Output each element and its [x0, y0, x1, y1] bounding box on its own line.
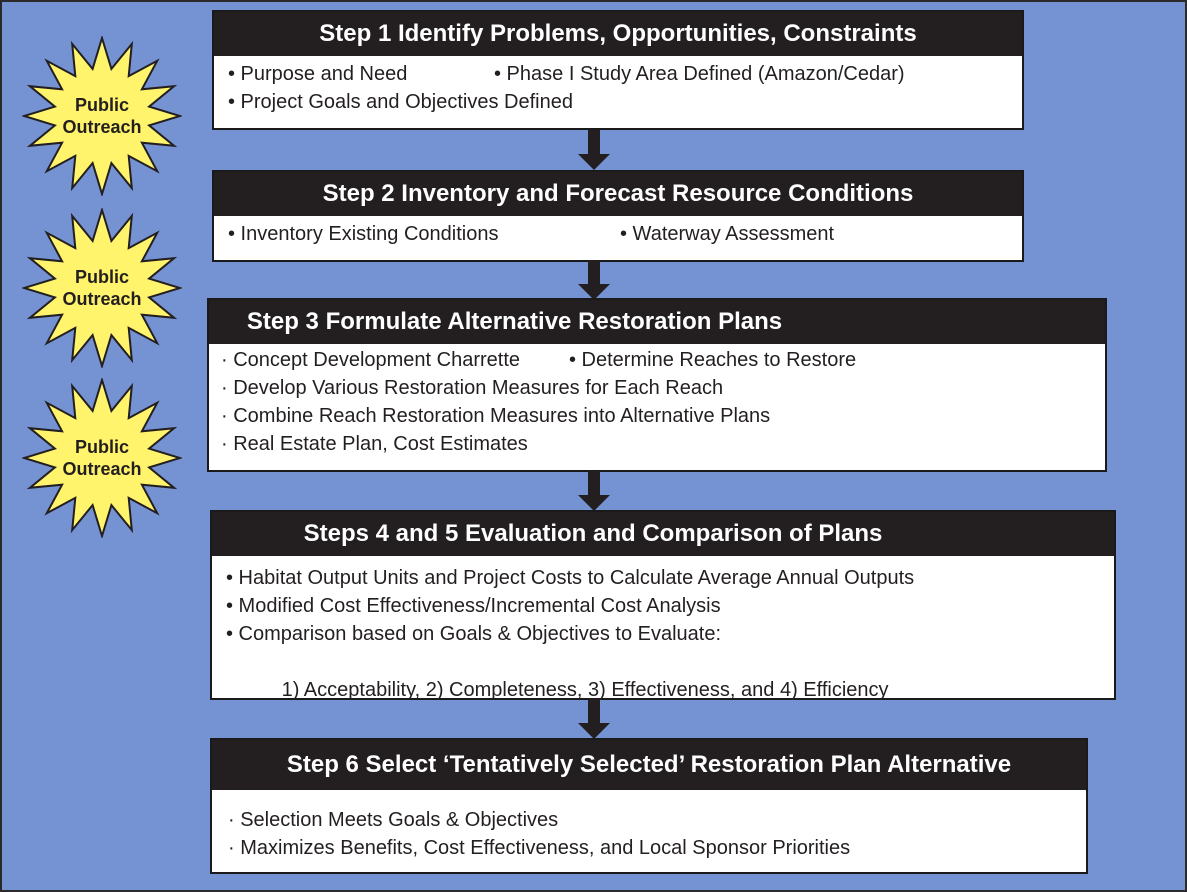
outreach-line-1: Public [74, 267, 129, 287]
starburst-icon [20, 376, 184, 540]
step-2-body: • Inventory Existing Conditions • Waterw… [214, 216, 1022, 248]
outreach-line-2: Outreach [62, 459, 142, 479]
starburst-icon [20, 206, 184, 370]
step-6-title: Step 6 Select ‘Tentatively Selected’ Res… [212, 740, 1086, 790]
step-3-bullet: • Determine Reaches to Restore [569, 349, 857, 371]
step-4-5-line: • Comparison based on Goals & Objectives… [226, 620, 1114, 648]
step-4-5-box: Steps 4 and 5 Evaluation and Comparison … [210, 510, 1116, 701]
step-6-line: · Maximizes Benefits, Cost Effectiveness… [228, 834, 1086, 862]
step-6-bullet: · Selection Meets Goals & Objectives [228, 809, 559, 831]
step-4-5-bullet: • Modified Cost Effectiveness/Incrementa… [226, 595, 721, 617]
step-4-5-bullet: • Comparison based on Goals & Objectives… [226, 623, 722, 645]
step-3-bullet: · Combine Reach Restoration Measures int… [221, 405, 771, 427]
down-arrow-icon [578, 130, 610, 170]
public-outreach-starburst-3: Public Outreach [20, 376, 184, 540]
step-1-line: • Project Goals and Objectives Defined [228, 88, 1022, 116]
step-6-line: · Selection Meets Goals & Objectives [228, 806, 1086, 834]
step-3-line: · Combine Reach Restoration Measures int… [221, 402, 1105, 430]
public-outreach-starburst-2: Public Outreach [20, 206, 184, 370]
down-arrow-icon [578, 471, 610, 511]
step-4-5-line: • Habitat Output Units and Project Costs… [226, 564, 1114, 592]
step-2-line: • Inventory Existing Conditions • Waterw… [228, 220, 1022, 248]
starburst-shape [20, 376, 184, 540]
step-3-line: · Concept Development Charrette • Determ… [221, 346, 1105, 374]
step-2-bullet: • Waterway Assessment [620, 223, 835, 245]
step-4-5-bullet: • Habitat Output Units and Project Costs… [226, 567, 915, 589]
down-arrow-icon [578, 260, 610, 300]
step-3-body: · Concept Development Charrette • Determ… [209, 344, 1105, 458]
step-3-bullet: · Concept Development Charrette [221, 349, 521, 371]
down-arrow-icon [578, 699, 610, 739]
step-4-5-bullet: 1) Acceptability, 2) Completeness, 3) Ef… [270, 679, 889, 701]
outreach-line-2: Outreach [62, 289, 142, 309]
step-4-5-body: • Habitat Output Units and Project Costs… [212, 556, 1114, 701]
step-3-line: · Real Estate Plan, Cost Estimates [221, 430, 1105, 458]
step-1-body: • Purpose and Need • Phase I Study Area … [214, 56, 1022, 116]
step-3-bullet: · Develop Various Restoration Measures f… [221, 377, 724, 399]
starburst-shape [20, 34, 184, 198]
public-outreach-starburst-1: Public Outreach [20, 34, 184, 198]
step-1-title: Step 1 Identify Problems, Opportunities,… [214, 12, 1022, 56]
step-2-title: Step 2 Inventory and Forecast Resource C… [214, 172, 1022, 216]
step-2-box: Step 2 Inventory and Forecast Resource C… [212, 170, 1024, 262]
step-6-body: · Selection Meets Goals & Objectives · M… [212, 790, 1086, 862]
step-4-5-title: Steps 4 and 5 Evaluation and Comparison … [212, 512, 1114, 556]
starburst-shape [20, 206, 184, 370]
outreach-line-2: Outreach [62, 117, 142, 137]
outreach-line-1: Public [74, 95, 129, 115]
step-1-bullet: • Phase I Study Area Defined (Amazon/Ced… [494, 63, 905, 85]
step-3-box: Step 3 Formulate Alternative Restoration… [207, 298, 1107, 472]
starburst-icon [20, 34, 184, 198]
step-3-bullet: · Real Estate Plan, Cost Estimates [221, 433, 528, 455]
step-3-line: · Develop Various Restoration Measures f… [221, 374, 1105, 402]
step-3-title: Step 3 Formulate Alternative Restoration… [209, 300, 1105, 344]
step-6-bullet: · Maximizes Benefits, Cost Effectiveness… [228, 837, 851, 859]
step-6-box: Step 6 Select ‘Tentatively Selected’ Res… [210, 738, 1088, 874]
step-1-line: • Purpose and Need • Phase I Study Area … [228, 60, 1022, 88]
step-4-5-line: 1) Acceptability, 2) Completeness, 3) Ef… [226, 648, 1114, 701]
step-1-bullet: • Purpose and Need [228, 63, 408, 85]
step-4-5-line: • Modified Cost Effectiveness/Incrementa… [226, 592, 1114, 620]
step-1-box: Step 1 Identify Problems, Opportunities,… [212, 10, 1024, 130]
outreach-line-1: Public [74, 437, 129, 457]
step-2-bullet: • Inventory Existing Conditions [228, 223, 499, 245]
step-1-bullet: • Project Goals and Objectives Defined [228, 91, 573, 113]
